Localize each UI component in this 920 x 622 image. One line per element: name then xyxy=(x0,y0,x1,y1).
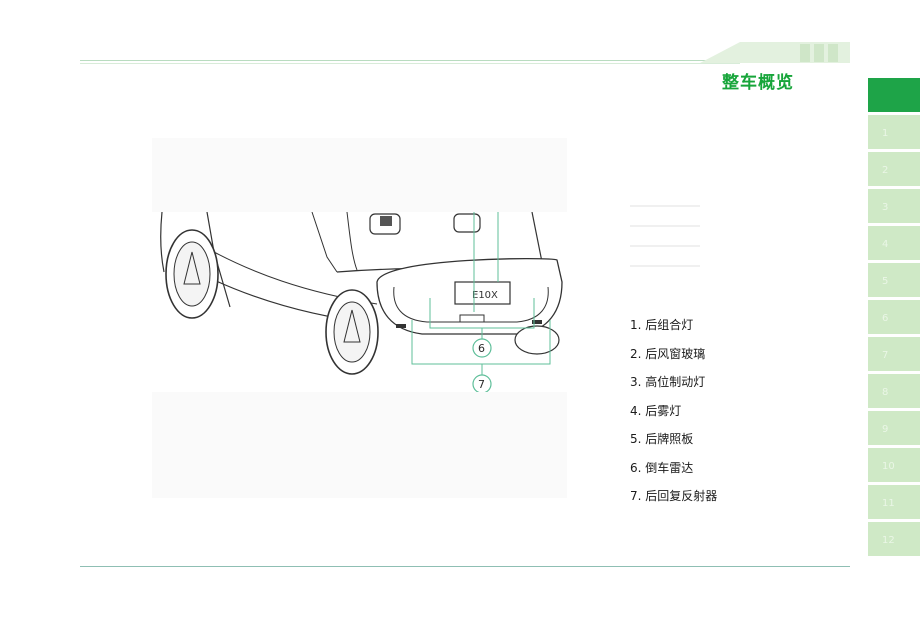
header-decoration xyxy=(700,42,850,63)
chapter-tab[interactable]: 6 xyxy=(868,300,920,334)
callout-6-label: 6 xyxy=(478,342,485,355)
chapter-tab[interactable]: 1 xyxy=(868,115,920,149)
legend-item-7: 7. 后回复反射器 xyxy=(630,489,718,503)
chapter-tab[interactable]: 5 xyxy=(868,263,920,297)
chapter-tab[interactable]: 2 xyxy=(868,152,920,186)
chapter-tab[interactable]: 7 xyxy=(868,337,920,371)
parts-legend: 1. 后组合灯 2. 后风窗玻璃 3. 高位制动灯 4. 后雾灯 5. 后牌照板… xyxy=(630,316,717,516)
legend-item-6: 6. 倒车雷达 xyxy=(630,460,694,475)
plate-text: E10X xyxy=(472,290,498,301)
legend-item-3: 3. 高位制动灯 xyxy=(630,375,706,389)
chapter-tab-current[interactable] xyxy=(868,78,920,112)
legend-item-2: 2. 后风窗玻璃 xyxy=(630,346,706,361)
callout-7-label: 7 xyxy=(478,378,485,391)
car-rear-illustration: E10X 6 7 xyxy=(160,212,563,392)
callout-7-circle xyxy=(472,374,492,392)
faded-legend-placeholder xyxy=(630,205,700,285)
callout-6-circle xyxy=(472,338,492,358)
chapter-tab[interactable]: 8 xyxy=(868,374,920,408)
legend-item-1: 1. 后组合灯 xyxy=(630,318,694,332)
footer-rule xyxy=(80,566,850,567)
chapter-tab[interactable]: 9 xyxy=(868,411,920,445)
chapter-tab[interactable]: 4 xyxy=(868,226,920,260)
chapter-tabs: 1 2 3 4 5 6 7 8 9 10 11 12 xyxy=(868,78,920,559)
header-rule xyxy=(80,60,730,61)
chapter-tab[interactable]: 12 xyxy=(868,522,920,556)
chapter-tab[interactable]: 10 xyxy=(868,448,920,482)
header-rule-secondary xyxy=(80,63,740,64)
chapter-tab[interactable]: 3 xyxy=(868,189,920,223)
legend-item-4: 4. 后雾灯 xyxy=(630,403,682,418)
chapter-tab[interactable]: 11 xyxy=(868,485,920,519)
section-title: 整车概览 xyxy=(722,73,794,93)
legend-item-5: 5. 后牌照板 xyxy=(630,432,694,446)
